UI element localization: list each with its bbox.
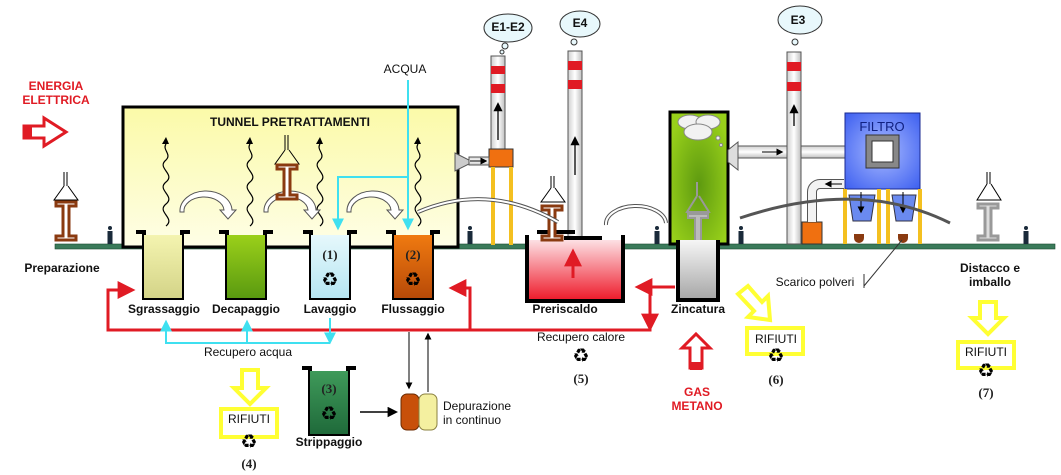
station-distacco: Distacco e imballo — [739, 172, 1020, 289]
energy-input: ENERGIA ELETTRICA — [22, 79, 90, 149]
emission-e3-label: E3 — [791, 13, 806, 27]
flussaggio-label: Flussaggio — [381, 302, 444, 316]
energy-label-line2: ELETTRICA — [22, 93, 90, 107]
tank-preriscaldo: Preriscaldo — [525, 176, 625, 316]
preparazione-label: Preparazione — [24, 261, 100, 275]
marker-3: (3) — [321, 381, 336, 396]
marker-6: (6) — [768, 372, 783, 387]
heat-recovery-loop — [106, 278, 675, 332]
lavaggio-label: Lavaggio — [304, 302, 357, 316]
preriscaldo-label: Preriscaldo — [532, 302, 597, 316]
emission-cloud-e3: E3 — [777, 5, 823, 46]
distacco-label-line1: Distacco e — [960, 261, 1020, 275]
depurazione-label-line1: Depurazione — [443, 399, 511, 413]
emission-cloud-e1-e2: E1-E2 — [483, 13, 533, 55]
depurazione-unit: Depurazione in continuo — [360, 332, 511, 431]
recycle-icon: ♻ — [321, 269, 338, 291]
distacco-label-line2: imballo — [969, 275, 1011, 289]
depurazione-label-line2: in continuo — [443, 413, 501, 427]
water-inflow: ACQUA — [332, 62, 427, 231]
tunnel-label: TUNNEL PRETRATTAMENTI — [210, 115, 370, 129]
marker-5: (5) — [573, 371, 588, 386]
marker-4: (4) — [241, 456, 256, 471]
steel-beam-icon — [540, 204, 564, 242]
filtro-label: FILTRO — [859, 119, 904, 134]
marker-1: (1) — [322, 247, 337, 262]
strippaggio-label: Strippaggio — [296, 435, 363, 449]
worker-icons — [107, 226, 1029, 244]
emission-e4-label: E4 — [573, 16, 588, 30]
marker-7: (7) — [978, 385, 993, 400]
steel-beam-icon — [54, 200, 78, 242]
recupero-calore-label: Recupero calore — [537, 330, 625, 344]
tank-zincatura: Zincatura — [671, 240, 725, 316]
tank-lavaggio: (1) ♻ Lavaggio — [303, 230, 357, 316]
tank-sgrassaggio: Sgrassaggio — [128, 230, 200, 316]
gas-label-line1: GAS — [684, 385, 710, 399]
chimney-e3: E3 — [777, 5, 844, 245]
rifiuti-label: RIFIUTI — [755, 332, 797, 346]
waste-6: RIFIUTI ♻ (6) — [735, 283, 805, 387]
recycle-icon: ♻ — [767, 345, 784, 367]
recycle-icon: ♻ — [240, 431, 257, 453]
water-label: ACQUA — [384, 62, 427, 76]
recycle-icon: ♻ — [572, 345, 589, 367]
decapaggio-label: Decapaggio — [212, 302, 280, 316]
station-preparazione: Preparazione — [24, 172, 100, 275]
waste-7: RIFIUTI ♻ (7) — [956, 300, 1016, 400]
tank-flussaggio: (2) ♻ Flussaggio — [381, 230, 445, 316]
emission-e1-e2-label: E1-E2 — [491, 20, 525, 34]
emission-cloud-e4: E4 — [559, 10, 601, 46]
gas-input: GAS METANO — [671, 331, 723, 413]
scarico-polveri-label: Scarico polveri — [776, 275, 855, 289]
gas-label-line2: METANO — [671, 399, 722, 413]
waste-4: RIFIUTI ♻ (4) — [219, 368, 279, 471]
energy-label-line1: ENERGIA — [29, 79, 84, 93]
tank-decapaggio: Decapaggio — [212, 230, 280, 316]
zincatura-label: Zincatura — [671, 302, 725, 316]
rifiuti-label: RIFIUTI — [965, 345, 1007, 359]
sgrassaggio-label: Sgrassaggio — [128, 302, 200, 316]
steel-beam-icon — [976, 202, 1000, 242]
chimney-e4: E4 — [559, 10, 601, 245]
filtro-unit: FILTRO — [843, 112, 922, 244]
recycle-icon: ♻ — [404, 269, 421, 291]
steel-beam-icon — [274, 135, 300, 201]
tank-strippaggio: (3) ♻ Strippaggio — [296, 366, 363, 449]
chimney-e1-e2: E1-E2 — [454, 13, 533, 245]
recupero-acqua-label: Recupero acqua — [204, 345, 292, 359]
recycle-icon: ♻ — [320, 403, 337, 425]
water-recovery-loop — [160, 318, 336, 345]
marker-2: (2) — [405, 247, 420, 262]
recycle-icon: ♻ — [977, 360, 994, 382]
transfer-arrow-icons — [179, 190, 405, 220]
rifiuti-label: RIFIUTI — [228, 412, 270, 426]
